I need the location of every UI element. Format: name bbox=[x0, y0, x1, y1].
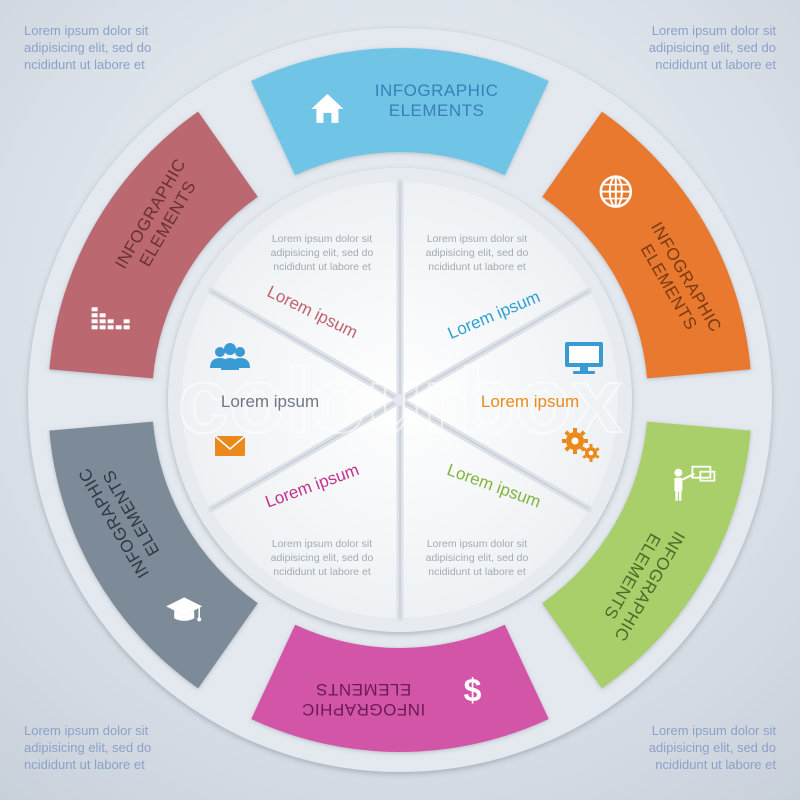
gear-tooth bbox=[562, 439, 566, 443]
inner-spokes bbox=[207, 178, 593, 622]
segment-shape bbox=[251, 47, 549, 176]
gear-tooth bbox=[573, 428, 577, 432]
inner-paragraph-line: adipisicing elit, sed do bbox=[271, 552, 374, 564]
presenter-icon bbox=[674, 465, 716, 501]
corner-text-line: adipisicing elit, sed do bbox=[24, 40, 152, 55]
inner-paragraph-line: ncididunt ut labore et bbox=[428, 566, 526, 578]
gear-tooth bbox=[589, 444, 593, 447]
inner-paragraph-line: adipisicing elit, sed do bbox=[271, 247, 374, 259]
segment-label-line: ELEMENTS bbox=[389, 101, 485, 120]
corner-text-bottom-right: Lorem ipsum dolor sit adipisicing elit, … bbox=[606, 722, 776, 773]
graduation-cap-icon bbox=[166, 597, 203, 622]
spoke-divider-line bbox=[399, 399, 590, 510]
inner-paragraph-bottom-left: Lorem ipsum dolor sit adipisicing elit, … bbox=[271, 538, 374, 578]
segment-shape bbox=[49, 111, 258, 379]
corner-text-line: ncididunt ut labore et bbox=[655, 757, 776, 772]
bar-chart-icon bbox=[91, 307, 130, 330]
inner-paragraph-line: Lorem ipsum dolor sit bbox=[272, 538, 372, 550]
svg-text:$: $ bbox=[464, 672, 482, 708]
house-icon bbox=[311, 93, 344, 123]
corner-text-top-right: Lorem ipsum dolor sit adipisicing elit, … bbox=[606, 22, 776, 73]
gear-tooth bbox=[584, 439, 588, 443]
gear-tooth bbox=[595, 454, 600, 459]
hub bbox=[394, 394, 406, 406]
inner-paragraph-line: Lorem ipsum dolor sit bbox=[427, 538, 527, 550]
segment-shape bbox=[49, 421, 258, 689]
corner-text-line: Lorem ipsum dolor sit bbox=[24, 723, 149, 738]
gear-tooth bbox=[595, 447, 600, 452]
spoke-divider-line bbox=[399, 290, 590, 401]
corner-text-top-left: Lorem ipsum dolor sit adipisicing elit, … bbox=[24, 22, 194, 73]
gear-tooth bbox=[582, 447, 587, 452]
corner-text-line: adipisicing elit, sed do bbox=[648, 740, 776, 755]
corner-text-line: ncididunt ut labore et bbox=[655, 57, 776, 72]
corner-text-line: Lorem ipsum dolor sit bbox=[651, 723, 776, 738]
corner-text-line: adipisicing elit, sed do bbox=[24, 740, 152, 755]
inner-paragraph-line: ncididunt ut labore et bbox=[273, 261, 371, 273]
gear-tooth bbox=[573, 450, 577, 454]
gear-tooth bbox=[589, 459, 593, 462]
segment-shape bbox=[542, 421, 751, 689]
gears-icon bbox=[562, 428, 600, 462]
corner-text-line: adipisicing elit, sed do bbox=[648, 40, 776, 55]
corner-text-line: ncididunt ut labore et bbox=[24, 57, 145, 72]
segment-label-line: INFOGRAPHIC bbox=[375, 81, 499, 100]
corner-text-line: Lorem ipsum dolor sit bbox=[651, 23, 776, 38]
gear-tooth bbox=[582, 454, 587, 459]
spoke-divider-line bbox=[210, 399, 401, 510]
outer-segments: INFOGRAPHICELEMENTSINFOGRAPHICELEMENTSIN… bbox=[49, 47, 751, 753]
inner-paragraph-line: ncididunt ut labore et bbox=[428, 261, 526, 273]
monitor-icon bbox=[565, 342, 603, 374]
corner-text-bottom-left: Lorem ipsum dolor sit adipisicing elit, … bbox=[24, 722, 194, 773]
inner-paragraph-line: Lorem ipsum dolor sit bbox=[272, 233, 372, 245]
segment-label-line: ELEMENTS bbox=[316, 680, 412, 699]
segment-shape bbox=[542, 111, 751, 379]
corner-text-line: Lorem ipsum dolor sit bbox=[24, 23, 149, 38]
people-icon bbox=[210, 343, 250, 370]
spoke-divider-line bbox=[210, 290, 401, 401]
watermark: colourbox bbox=[178, 350, 623, 452]
inner-label-right: Lorem ipsum bbox=[481, 392, 579, 411]
dollar-icon: $ bbox=[464, 672, 482, 708]
corner-text-line: ncididunt ut labore et bbox=[24, 757, 145, 772]
segment-label-line: INFOGRAPHIC bbox=[302, 700, 426, 719]
inner-paragraph-top-left: Lorem ipsum dolor sit adipisicing elit, … bbox=[271, 233, 374, 273]
inner-paragraph-top-right: Lorem ipsum dolor sit adipisicing elit, … bbox=[426, 233, 529, 273]
globe-icon bbox=[599, 175, 633, 208]
inner-paragraph-line: adipisicing elit, sed do bbox=[426, 247, 529, 259]
segment-shape bbox=[251, 624, 549, 753]
inner-label-left: Lorem ipsum bbox=[221, 392, 319, 411]
inner-paragraph-line: ncididunt ut labore et bbox=[273, 566, 371, 578]
inner-paragraph-bottom-right: Lorem ipsum dolor sit adipisicing elit, … bbox=[426, 538, 529, 578]
inner-paragraph-line: Lorem ipsum dolor sit bbox=[427, 233, 527, 245]
inner-paragraph-line: adipisicing elit, sed do bbox=[426, 552, 529, 564]
envelope-icon bbox=[214, 435, 246, 456]
